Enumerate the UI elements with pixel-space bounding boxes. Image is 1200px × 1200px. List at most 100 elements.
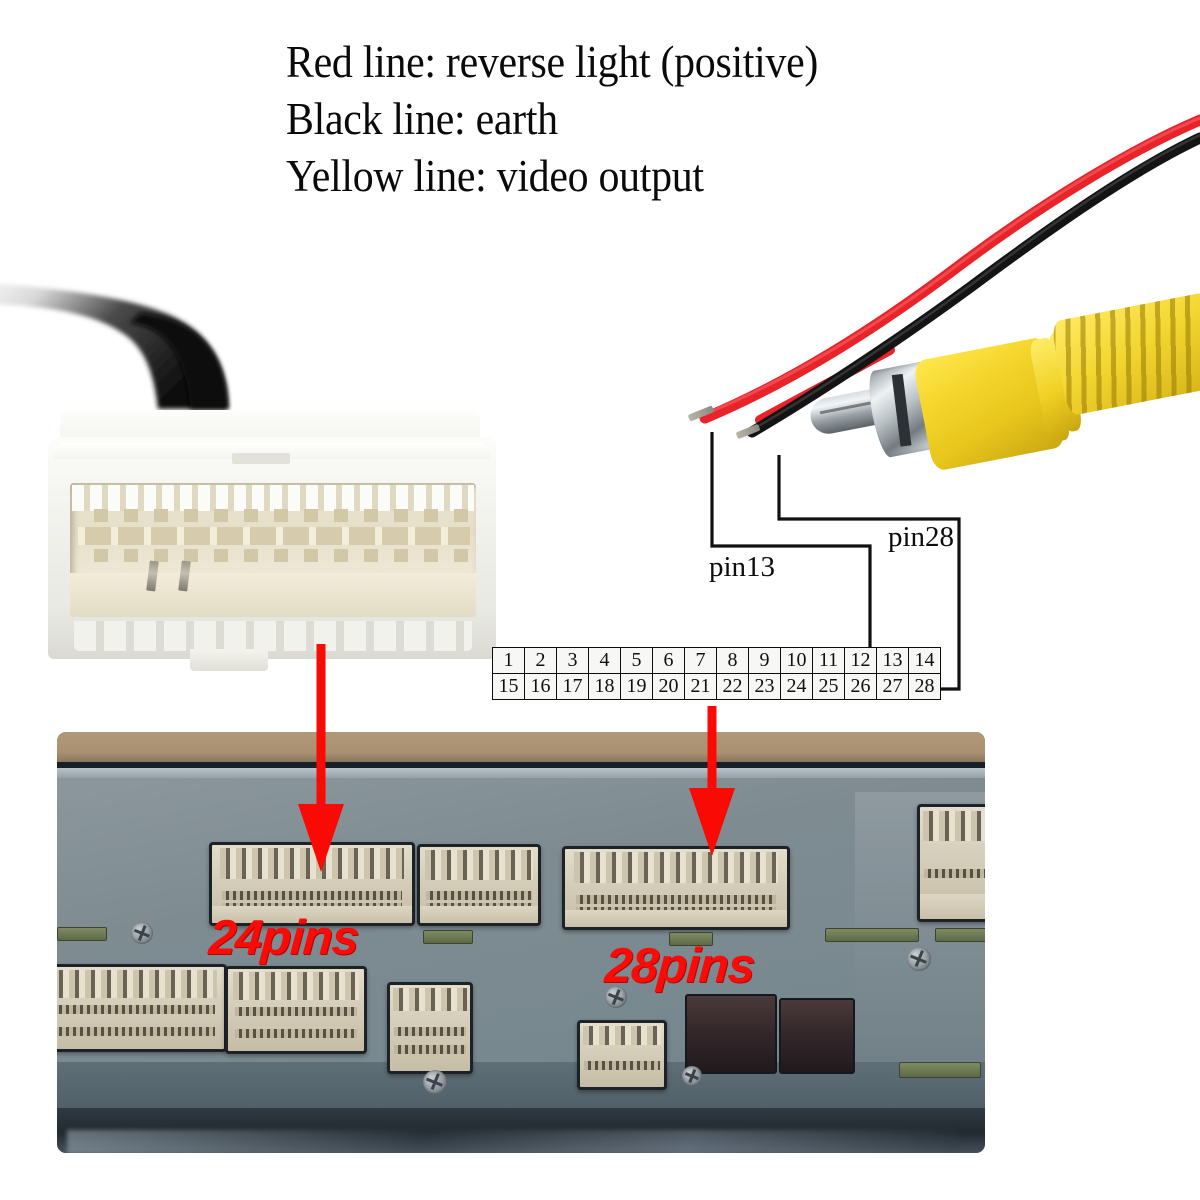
socket-lower-body (420, 906, 538, 923)
rca-ring-slot (891, 373, 912, 447)
pin-cell[interactable]: 9 (748, 647, 781, 674)
pin-cell[interactable]: 16 (524, 673, 557, 700)
pin-cell[interactable]: 11 (812, 647, 845, 674)
green-strip-5 (935, 928, 985, 942)
chassis-screw-3 (605, 986, 627, 1008)
pin-cell[interactable]: 28 (908, 673, 941, 700)
pin-table-row-top: 1 2 3 4 5 6 7 8 9 10 11 12 13 14 (492, 647, 941, 674)
chassis-screw-1 (131, 922, 153, 944)
pin28-callout-label: pin28 (888, 521, 955, 553)
pin-cell[interactable]: 4 (588, 647, 621, 674)
caption-28pins: 28pins (603, 939, 757, 993)
connector-pin-cavity (70, 483, 476, 617)
socket-pin-row-1 (576, 895, 776, 904)
socket-pin-row-1 (923, 869, 985, 878)
pin-number-table: 1 2 3 4 5 6 7 8 9 10 11 12 13 14 15 16 1… (492, 647, 941, 700)
socket-lower-left-2[interactable] (225, 966, 367, 1054)
dark-port-right[interactable] (779, 998, 855, 1074)
socket-teeth (233, 972, 359, 1001)
socket-pin-row-1 (425, 891, 533, 900)
black-wire (746, 132, 1200, 438)
socket-right-edge[interactable] (917, 804, 985, 922)
socket-pin-row-1 (394, 1027, 466, 1036)
pin-cell[interactable]: 6 (652, 647, 685, 674)
caption-24pins: 24pins (207, 911, 361, 965)
pin-cell[interactable]: 27 (876, 673, 909, 700)
pin-cell[interactable]: 5 (620, 647, 653, 674)
chassis-screw-2 (907, 947, 931, 971)
pin-cell[interactable]: 19 (620, 673, 653, 700)
pin-cell[interactable]: 1 (492, 647, 525, 674)
socket-teeth (573, 852, 779, 884)
photo-background-desk (57, 732, 985, 766)
arrow-head (689, 788, 735, 856)
head-unit-rear-photo: 24pins 28pins (57, 732, 985, 1153)
socket-lower-right-small[interactable] (577, 1020, 667, 1090)
socket-teeth (923, 811, 985, 841)
pin-cell[interactable]: 8 (716, 647, 749, 674)
pin-cell[interactable]: 18 (588, 673, 621, 700)
pin-cell[interactable]: 26 (844, 673, 877, 700)
pin13-callout-label: pin13 (709, 551, 776, 583)
pin-cell[interactable]: 7 (684, 647, 717, 674)
black-cable-bundle-icon (0, 283, 228, 409)
pin-cell[interactable]: 13 (876, 647, 909, 674)
red-arrow-to-24pin-socket (297, 644, 345, 872)
pin-cell[interactable]: 25 (812, 673, 845, 700)
legend-line-black: Black line: earth (286, 94, 558, 144)
socket-lower-body (212, 905, 412, 923)
pin-cell[interactable]: 14 (908, 647, 941, 674)
legend-text-block: Red line: reverse light (positive) Black… (286, 34, 1046, 205)
connector-mount-tab (190, 649, 268, 671)
chassis-top-edge-shadow (57, 762, 985, 769)
white-connector-photo (0, 283, 508, 675)
green-strip-4 (825, 928, 919, 942)
connector-latch-notch (232, 453, 290, 464)
pin-table-row-bottom: 15 16 17 18 19 20 21 22 23 24 25 26 27 2… (492, 673, 941, 700)
pin-cell[interactable]: 17 (556, 673, 589, 700)
socket-lower-center[interactable] (387, 982, 473, 1074)
socket-teeth (57, 970, 217, 999)
pin-cell[interactable]: 23 (748, 673, 781, 700)
cavity-slot-row (78, 527, 470, 545)
cavity-square-row-top (78, 509, 470, 522)
pin-cell[interactable]: 12 (844, 647, 877, 674)
green-strip-1 (57, 927, 107, 941)
socket-pin-row-1 (57, 1005, 216, 1014)
chassis-screw-4 (423, 1070, 447, 1094)
socket-teeth (583, 1025, 661, 1045)
pin-cell[interactable]: 2 (524, 647, 557, 674)
pin-cell[interactable]: 24 (780, 673, 813, 700)
arrow-head (298, 804, 344, 872)
socket-mid-small[interactable] (417, 844, 541, 926)
socket-28pin[interactable] (562, 846, 790, 930)
connector-bevel (54, 443, 490, 459)
socket-pin-row-2 (234, 1029, 358, 1038)
cavity-upper-teeth (72, 485, 474, 511)
cavity-square-row-bottom (78, 549, 470, 562)
legend-line-yellow: Yellow line: video output (286, 151, 704, 201)
connector-lower-ribs (74, 621, 472, 651)
socket-teeth (424, 850, 534, 881)
legend-line-red: Red line: reverse light (positive) (286, 37, 819, 87)
pin-cell[interactable]: 20 (652, 673, 685, 700)
pin-cell[interactable]: 3 (556, 647, 589, 674)
socket-lower-left[interactable] (57, 964, 227, 1052)
socket-pin-row-2 (57, 1027, 216, 1036)
rca-plug-photo (660, 110, 1200, 510)
socket-teeth (393, 988, 467, 1011)
socket-lower-body (565, 909, 787, 927)
socket-pin-row-1 (234, 1007, 358, 1016)
pin-cell[interactable]: 10 (780, 647, 813, 674)
chassis-plastic-wrap-sheen (67, 1130, 958, 1153)
pin-cell[interactable]: 15 (492, 673, 525, 700)
socket-lower-body (920, 894, 985, 919)
socket-pin-row-1 (584, 1061, 660, 1070)
pin-cell[interactable]: 21 (684, 673, 717, 700)
green-strip-2 (423, 930, 473, 944)
dark-port-left[interactable] (685, 994, 777, 1074)
chassis-top-edge-highlight (57, 768, 985, 780)
socket-pin-row-1 (222, 891, 402, 900)
cavity-floor (70, 573, 476, 617)
pin-cell[interactable]: 22 (716, 673, 749, 700)
